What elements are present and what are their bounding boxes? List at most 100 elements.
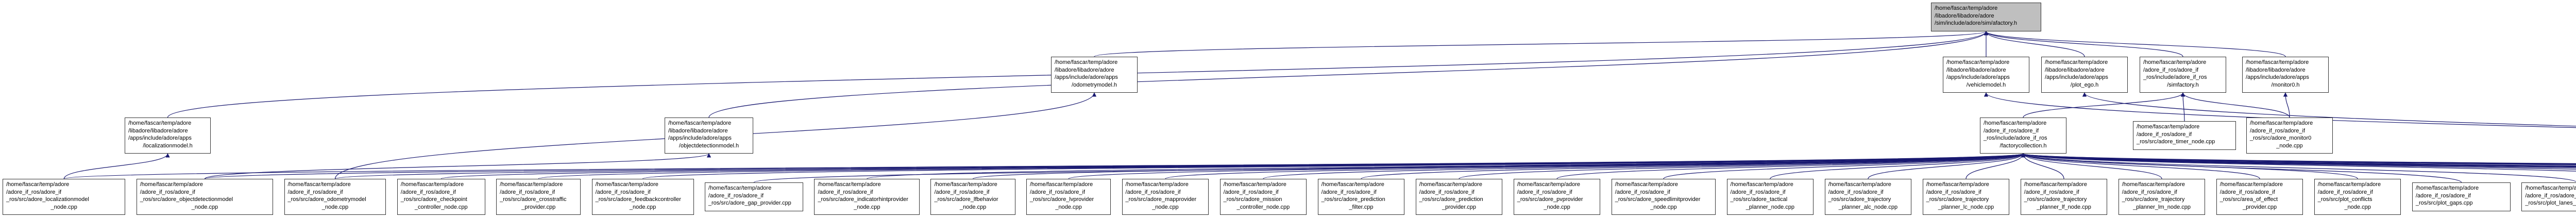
graph-node-leaf[interactable]: /home/fascar/temp/adore/adore_if_ros/ado… [930, 179, 1015, 215]
edge-simfactory_h-to-afactory [1984, 31, 2183, 57]
node-label-line: /odometrymodel.h [1071, 81, 1117, 88]
node-label-line: /home/fascar/temp/adore [2024, 181, 2087, 188]
graph-node-leaf[interactable]: /home/fascar/temp/adore/adore_if_ros/ado… [1726, 179, 1814, 215]
node-label-line: /home/fascar/temp/adore [2415, 185, 2479, 191]
node-label-line: _controller_node.cpp [414, 204, 468, 210]
graph-node-leaf[interactable]: /home/fascar/temp/adore/adore_if_ros/ado… [284, 179, 386, 215]
node-label-line: /apps/include/adore/apps [668, 135, 732, 141]
edge-factorycollection_h-to-simfactory_h [2023, 92, 2185, 118]
node-label-line: _ros/src/adore_timer_node.cpp [2137, 139, 2215, 145]
graph-node-leaf[interactable]: /home/fascar/temp/adore/adore_if_ros/ado… [397, 179, 485, 215]
node-label-line: /home/fascar/temp/adore [2525, 185, 2576, 191]
node-label-line: _ros/src/adore_mapprovider [1125, 196, 1197, 203]
node-label-line: /home/fascar/temp/adore [1730, 181, 1793, 188]
graph-node-leaf[interactable]: /home/fascar/temp/adore/adore_if_ros/ado… [704, 182, 804, 211]
graph-node-leaf[interactable]: /home/fascar/temp/adore/adore_if_ros/ado… [1922, 179, 2010, 215]
graph-node-odometrymodel-h[interactable]: /home/fascar/temp/adore/libadore/libador… [1051, 57, 1138, 93]
graph-node-timer-node[interactable]: /home/fascar/temp/adore/adore_if_ros/ado… [2133, 121, 2236, 150]
node-label-line: /home/fascar/temp/adore [2219, 181, 2283, 188]
node-label-line: /plot_ego.h [2070, 81, 2099, 88]
node-label-line: _ros/src/plot_gaps.cpp [2415, 200, 2473, 206]
graph-node-leaf[interactable]: /home/fascar/temp/adore/adore_if_ros/ado… [136, 179, 274, 215]
graph-node-leaf[interactable]: /home/fascar/temp/adore/adore_if_ros/ado… [814, 179, 920, 215]
graph-node-leaf[interactable]: /home/fascar/temp/adore/adore_if_ros/ado… [496, 179, 581, 215]
edge-leaf-to-factorycollection [2021, 153, 2576, 167]
node-label-line: /home/fascar/temp/adore [595, 181, 658, 188]
edge-leaf-to-factorycollection [2021, 153, 2162, 179]
node-label-line: /adore_if_ros/adore_if [2317, 189, 2373, 195]
node-label-line: /adore_if_ros/adore_if [1030, 189, 1086, 195]
graph-node-leaf[interactable]: /home/fascar/temp/adore/adore_if_ros/ado… [2521, 182, 2576, 211]
node-label-line: /adore_if_ros/adore_if [2415, 192, 2471, 199]
node-label-line: /adore_if_ros/adore_if [400, 189, 456, 195]
graph-node-localizationmodel-h[interactable]: /home/fascar/temp/adore/libadore/libador… [125, 118, 211, 154]
graph-node-leaf[interactable]: /home/fascar/temp/adore/adore_if_ros/ado… [2314, 179, 2401, 215]
graph-node-leaf[interactable]: /home/fascar/temp/adore/adore_if_ros/ado… [1824, 179, 1912, 215]
graph-node-leaf[interactable]: /home/fascar/temp/adore/adore_if_ros/ado… [591, 179, 694, 215]
node-label-line: /adore_if_ros/adore_if [1125, 189, 1181, 195]
node-label-line: _node.cpp [629, 204, 656, 210]
node-label-line: _ros/src/adore_objectdetectionmodel [140, 196, 233, 203]
graph-node-leaf[interactable]: /home/fascar/temp/adore/adore_if_ros/ado… [1026, 179, 1111, 215]
node-label-line: /monitor0.h [2271, 81, 2300, 88]
graph-node-leaf[interactable]: /home/fascar/temp/adore/adore_if_ros/ado… [1317, 179, 1405, 215]
node-label-line: /adore_if_ros/adore_if [2525, 192, 2576, 199]
node-label-line: /home/fascar/temp/adore [1125, 181, 1189, 188]
graph-node-leaf[interactable]: /home/fascar/temp/adore/adore_if_ros/ado… [2020, 179, 2108, 215]
node-label-line: _ros/src/adore_lvprovider [1030, 196, 1094, 203]
node-label-line: /adore_if_ros/adore_if [2143, 66, 2199, 73]
graph-node-plot-ego-h[interactable]: /home/fascar/temp/adore/libadore/libador… [2041, 57, 2128, 93]
graph-node-monitor0-h[interactable]: /home/fascar/temp/adore/libadore/libador… [2242, 57, 2329, 93]
node-label-line: _provider.cpp [1442, 204, 1477, 210]
graph-node-monitor0-node[interactable]: /home/fascar/temp/adore/adore_if_ros/ado… [2246, 118, 2333, 154]
node-label-line: /home/fascar/temp/adore [1984, 120, 2047, 126]
node-label-line: _filter.cpp [1349, 204, 1374, 210]
node-label-line: _node.cpp [50, 204, 77, 210]
node-label-line: /sim/include/adore/sim/afactory.h [1935, 20, 2017, 26]
graph-node-objectdetectionmodel-h[interactable]: /home/fascar/temp/adore/libadore/libador… [665, 118, 753, 154]
node-label-line: _ros/src/adore_trajectory [1828, 196, 1891, 203]
edge-monitor0_node-to-simfactory_h [2180, 92, 2290, 118]
node-label-line: _ros/src/adore_prediction [1419, 196, 1483, 203]
graph-node-factorycollection-h[interactable]: /home/fascar/temp/adore/adore_if_ros/ado… [1980, 118, 2066, 154]
graph-node-simfactory-h[interactable]: /home/fascar/temp/adore/adore_if_ros/ado… [2140, 57, 2226, 93]
node-label-line: _node.cpp [2344, 204, 2371, 210]
node-label-line: /adore_if_ros/adore_if [1984, 127, 2039, 134]
edge-l37-to-plot_ego_h [2082, 92, 2576, 127]
node-label-line: /home/fascar/temp/adore [1828, 181, 1891, 188]
graph-node-leaf[interactable]: /home/fascar/temp/adore/adore_if_ros/ado… [1219, 179, 1307, 215]
node-label-line: /apps/include/adore/apps [1946, 74, 2010, 80]
node-label-line: /adore_if_ros/adore_if [1223, 189, 1279, 195]
node-label-line: _ros/src/adore_trajectory [2024, 196, 2087, 203]
node-label-line: /vehiclemodel.h [1966, 81, 2006, 88]
graph-node-leaf[interactable]: /home/fascar/temp/adore/adore_if_ros/ado… [1415, 179, 1503, 215]
edge-leaf-to-factorycollection [2021, 153, 2260, 179]
node-label-line: /home/fascar/temp/adore [128, 120, 192, 126]
graph-node-leaf[interactable]: /home/fascar/temp/adore/adore_if_ros/ado… [1611, 179, 1716, 215]
node-label-line: /apps/include/adore/apps [128, 135, 192, 141]
graph-node-vehiclemodel-h[interactable]: /home/fascar/temp/adore/libadore/libador… [1943, 57, 2029, 93]
graph-node-leaf[interactable]: /home/fascar/temp/adore/adore_if_ros/ado… [1122, 179, 1209, 215]
node-label-line: _ros/src/adore_localizationmodel [6, 196, 89, 203]
edge-leaf-to-factorycollection [2021, 153, 2462, 183]
graph-node-leaf[interactable]: /home/fascar/temp/adore/adore_if_ros/ado… [2216, 179, 2303, 215]
edge-odometrymodel_h-to-afactory [1094, 31, 1988, 57]
node-label-line: /simfactory.h [2167, 81, 2199, 88]
node-label-line: /home/fascar/temp/adore [6, 181, 70, 188]
node-label-line: _node.cpp [959, 204, 987, 210]
graph-node-leaf[interactable]: /home/fascar/temp/adore/adore_if_ros/ado… [2412, 182, 2511, 211]
root-node-afactory-h[interactable]: /home/fascar/temp/adore/libadore/libador… [1931, 3, 2041, 31]
edge-objectdetectionmodel_h-to-afactory [708, 31, 1988, 118]
node-label-line: /libadore/libadore/adore [1055, 66, 1114, 73]
node-label-line: /libadore/libadore/adore [128, 127, 188, 134]
node-label-line: /home/fascar/temp/adore [1926, 181, 1989, 188]
graph-node-leaf[interactable]: /home/fascar/temp/adore/adore_if_ros/ado… [1513, 179, 1601, 215]
edge-l36-to-vehiclemodel_h [1984, 92, 2576, 128]
node-label-line: _planner_lc_node.cpp [1938, 204, 1994, 210]
node-label-line: _ros/src/adore_tactical [1730, 196, 1788, 203]
node-label-line: _node.cpp [321, 204, 349, 210]
graph-node-leaf[interactable]: /home/fascar/temp/adore/adore_if_ros/ado… [2118, 179, 2206, 215]
graph-node-leaf[interactable]: /home/fascar/temp/adore/adore_if_ros/ado… [3, 179, 126, 215]
node-label-line: /home/fascar/temp/adore [2045, 59, 2108, 65]
node-label-line: _ros/src/adore_lfbehavior [934, 196, 998, 203]
